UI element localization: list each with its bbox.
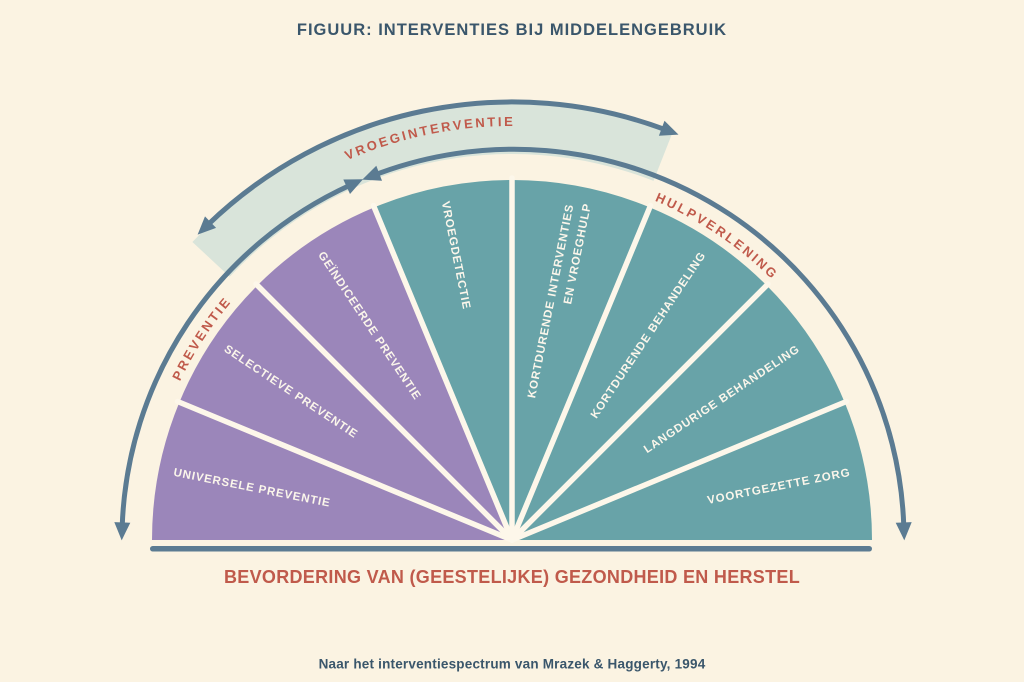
vroeginterventie-arrow [197, 99, 679, 235]
arrowhead-band-left-icon [197, 216, 217, 235]
wedge-kortdurende-behandeling [512, 207, 767, 540]
page-title: FIGUUR: INTERVENTIES BIJ MIDDELENGEBRUIK [297, 21, 727, 39]
baseline-bar [150, 546, 872, 552]
vroeginterventie-band [192, 102, 673, 277]
arrowhead-top-left-icon [343, 179, 363, 194]
continuum-arrow-right [374, 146, 907, 527]
vroeginterventie-arrow-arc [205, 99, 667, 227]
continuum-arrows [114, 146, 912, 541]
wedge-langdurige-behandeling [512, 285, 845, 540]
wedge-selectieve-preventie [179, 285, 512, 540]
baseline-caption: BEVORDERING VAN (GEESTELIJKE) GEZONDHEID… [224, 567, 800, 587]
wedge-geindiceerde-preventie [257, 207, 512, 540]
continuum-arrow-left [119, 182, 352, 527]
attribution: Naar het interventiespectrum van Mrazek … [319, 657, 706, 672]
arrowhead-bottom-right-icon [895, 522, 912, 541]
arrowhead-top-right-icon [362, 165, 382, 181]
wedge-dividers [174, 175, 850, 543]
arrowhead-band-right-icon [658, 120, 679, 136]
arrowhead-bottom-left-icon [114, 522, 131, 541]
